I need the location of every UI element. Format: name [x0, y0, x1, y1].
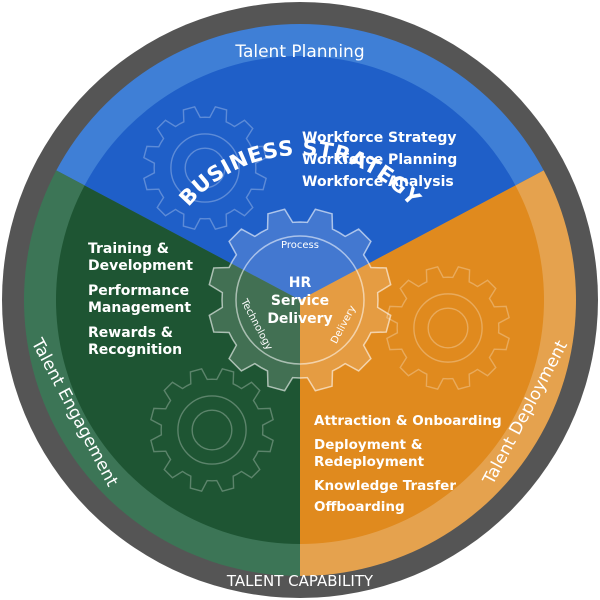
- center-inner-ring: [235, 235, 365, 365]
- talent-capability-label: TALENT CAPABILITY: [226, 572, 374, 590]
- talent-engagement-sector: [55, 185, 300, 544]
- gear-icon: [150, 368, 274, 492]
- engagement-item-management: Management: [88, 300, 191, 316]
- planning-item-workforce-strategy: Workforce Strategy: [302, 130, 457, 146]
- center-title-hr: HR: [289, 275, 312, 291]
- gear-icons-decorative: [143, 106, 510, 492]
- engagement-item-development: Development: [88, 258, 193, 274]
- center-title-service: Service: [271, 293, 329, 309]
- talent-planning-label: Talent Planning: [234, 42, 364, 62]
- deployment-item-knowledge-transfer: Knowledge Trasfer: [314, 478, 456, 494]
- gear-icon: [386, 266, 510, 390]
- deployment-item-redeployment: Redeployment: [314, 454, 425, 470]
- center-ring-label-process: Process: [281, 240, 319, 251]
- talent-deployment-sector: [300, 185, 545, 544]
- engagement-item-training: Training &: [88, 241, 169, 257]
- planning-item-workforce-analysis: Workforce Analysis: [302, 174, 454, 190]
- deployment-item-attraction: Attraction & Onboarding: [314, 413, 502, 429]
- talent-planning-sector: [84, 55, 516, 300]
- deployment-item-offboarding: Offboarding: [314, 499, 405, 515]
- center-title-delivery: Delivery: [267, 311, 332, 327]
- engagement-item-recognition: Recognition: [88, 342, 182, 358]
- engagement-item-performance: Performance: [88, 283, 189, 299]
- planning-item-workforce-planning: Workforce Planning: [302, 152, 457, 168]
- gear-icon: [143, 106, 267, 230]
- deployment-item-deployment: Deployment &: [314, 437, 423, 453]
- engagement-item-rewards: Rewards &: [88, 325, 173, 341]
